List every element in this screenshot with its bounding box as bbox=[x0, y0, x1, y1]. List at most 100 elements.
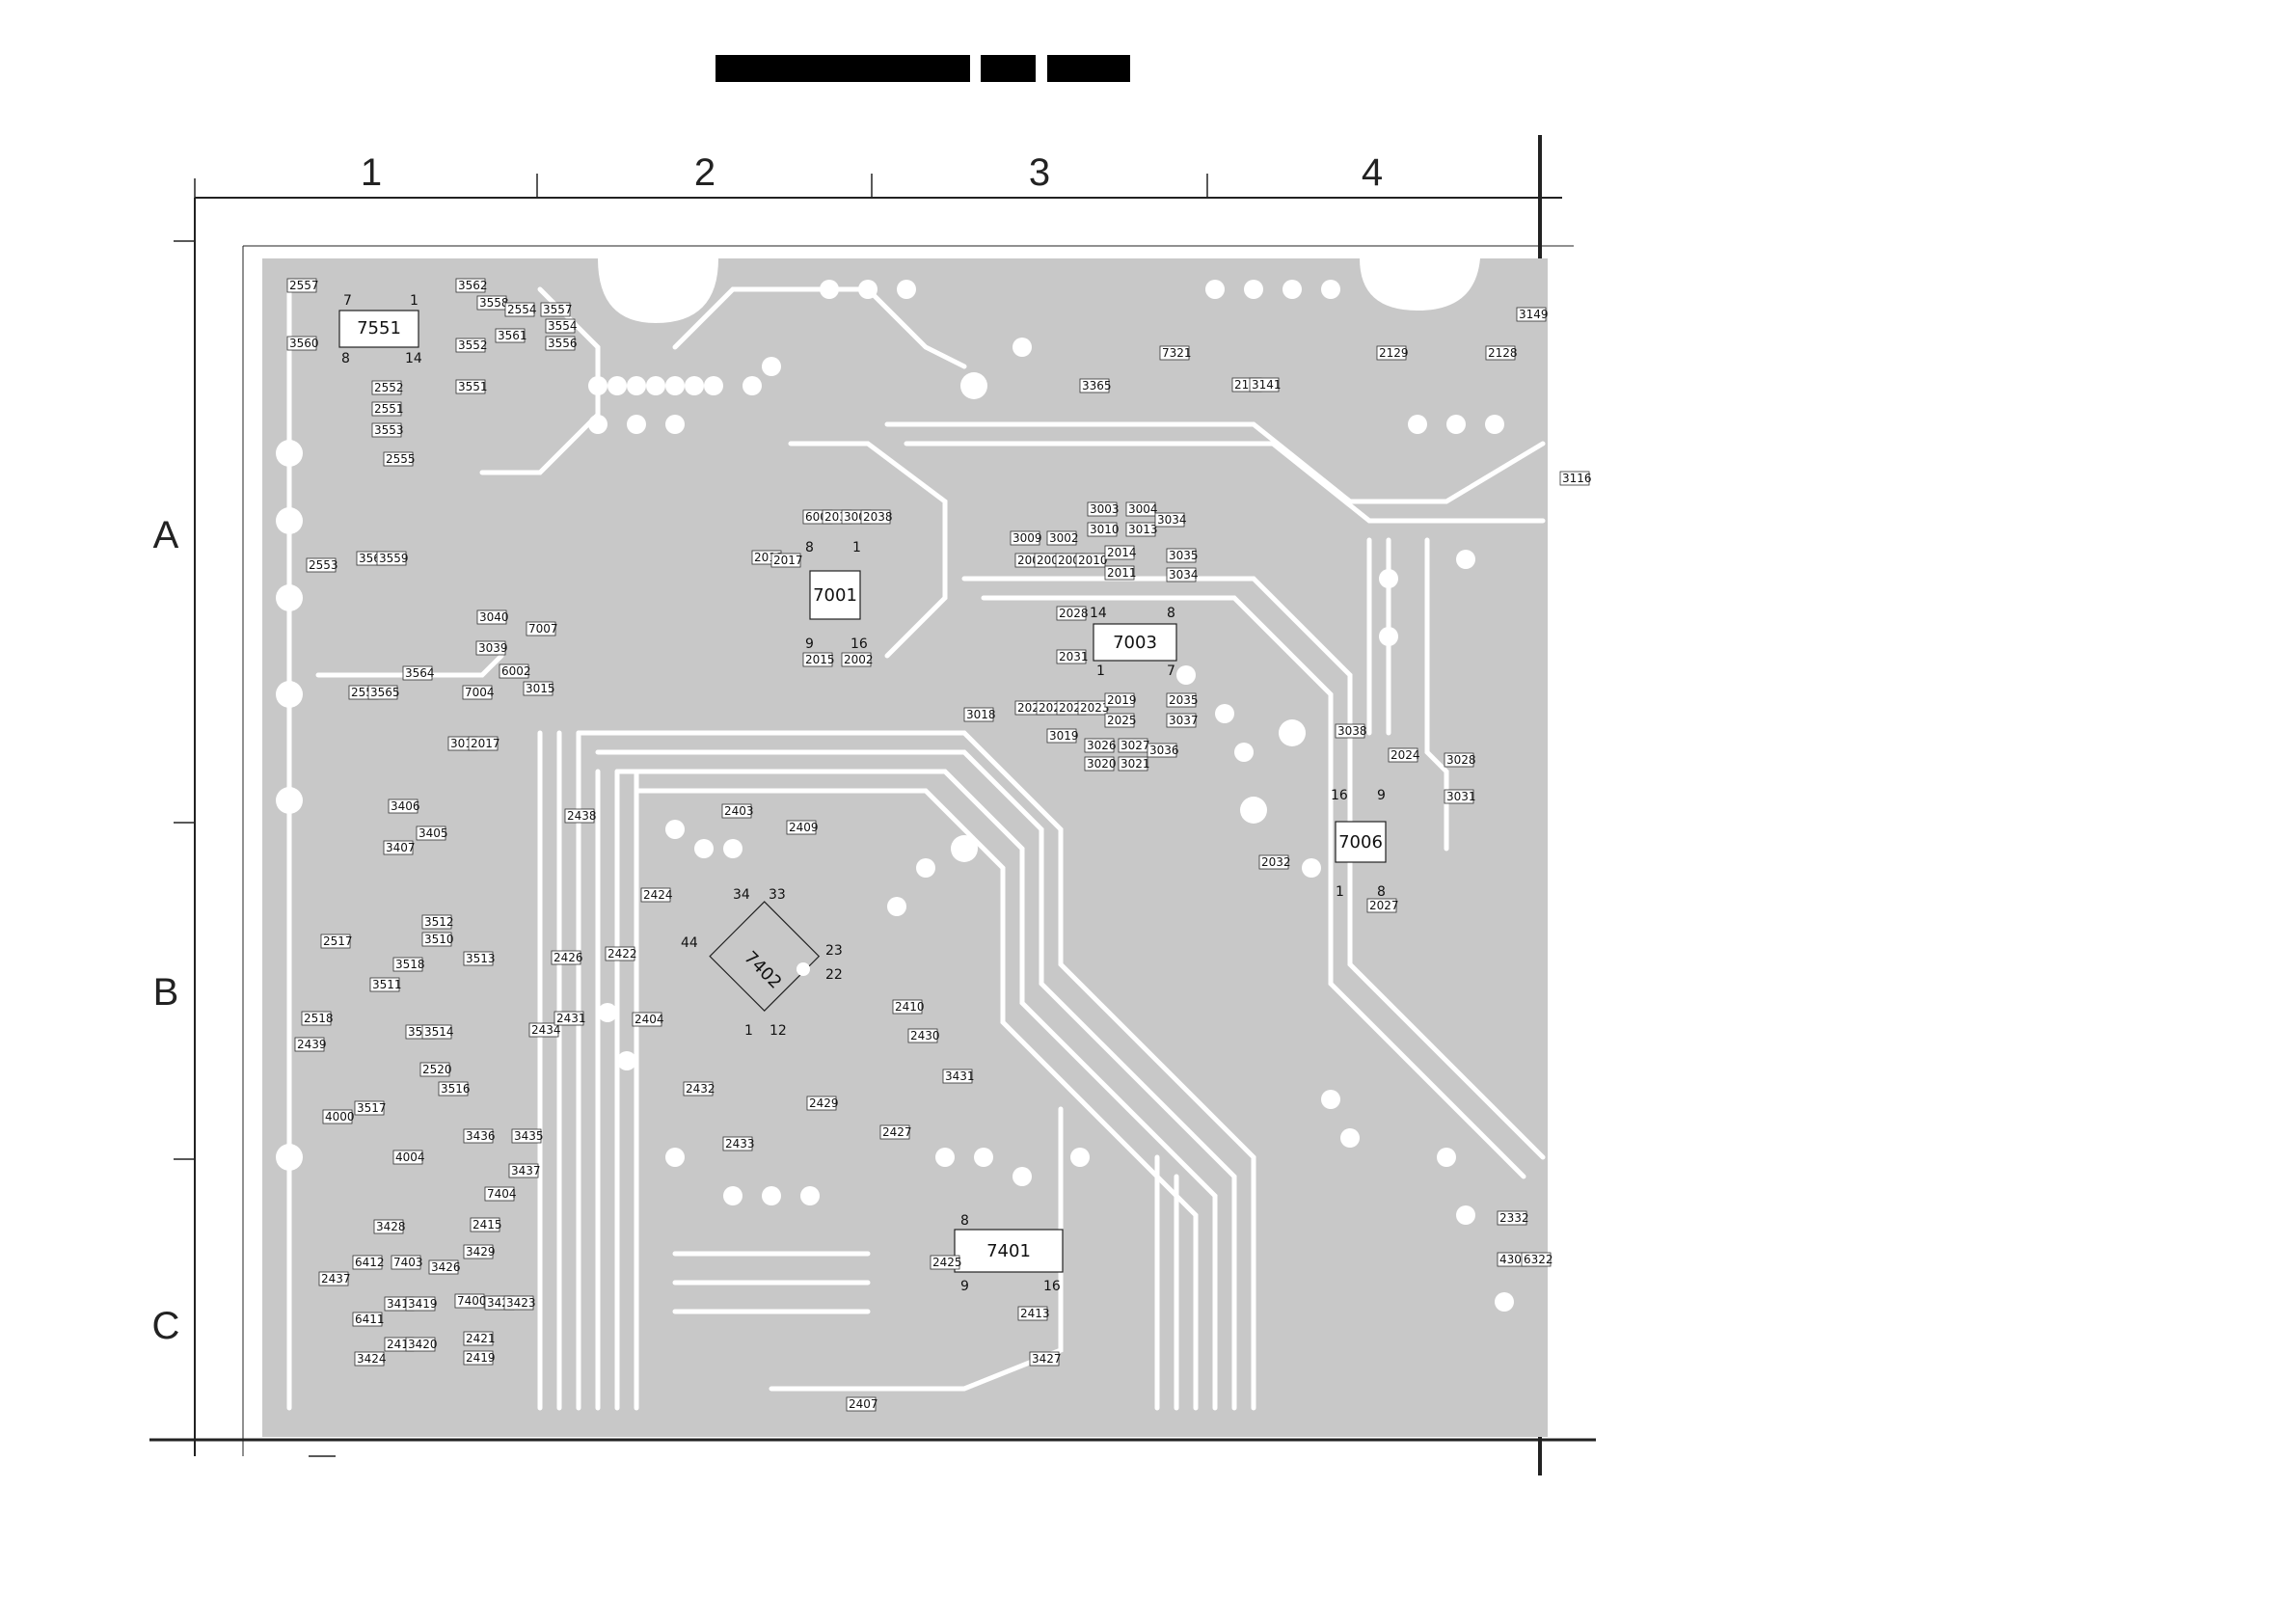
component-ref-label: 3510 bbox=[421, 932, 454, 947]
component-ref: 3420 bbox=[408, 1338, 438, 1351]
ic-7003: 7003 14 8 1 7 bbox=[1090, 606, 1177, 679]
component-ref: 4000 bbox=[325, 1110, 355, 1123]
component-ref: 2011 bbox=[1107, 566, 1137, 580]
component-ref: 3423 bbox=[506, 1296, 536, 1310]
pads bbox=[276, 280, 1514, 1312]
component-ref: 3510 bbox=[424, 933, 454, 946]
component-ref-label: 2430 bbox=[907, 1028, 940, 1043]
ic-pin: 34 bbox=[733, 887, 750, 903]
component-ref-label: 3034 bbox=[1154, 512, 1187, 528]
component-ref: 2517 bbox=[323, 934, 353, 948]
component-ref: 3561 bbox=[498, 329, 527, 342]
component-ref-label: 6411 bbox=[352, 1312, 385, 1327]
component-ref: 7403 bbox=[393, 1256, 423, 1269]
component-ref: 2430 bbox=[910, 1029, 940, 1042]
component-ref: 3015 bbox=[526, 682, 555, 695]
component-ref: 3435 bbox=[514, 1129, 544, 1143]
component-ref: 3039 bbox=[478, 641, 508, 655]
component-ref: 3141 bbox=[1252, 378, 1282, 392]
component-ref: 3424 bbox=[357, 1352, 387, 1366]
component-ref: 6002 bbox=[501, 664, 531, 678]
ic-pin: 1 bbox=[1336, 884, 1344, 900]
component-ref: 2518 bbox=[304, 1012, 334, 1025]
header-block-2 bbox=[981, 55, 1036, 82]
component-ref: 2520 bbox=[422, 1063, 452, 1076]
component-ref: 3431 bbox=[945, 1069, 975, 1083]
component-ref-label: 2438 bbox=[564, 808, 597, 824]
component-ref: 2023 bbox=[1080, 701, 1110, 715]
component-ref: 2413 bbox=[1020, 1307, 1050, 1320]
component-ref: 3028 bbox=[1446, 753, 1476, 767]
component-ref: 3407 bbox=[386, 841, 416, 854]
ic-7551: 7551 7 1 8 14 bbox=[338, 293, 422, 366]
component-ref-label: 3565 bbox=[367, 685, 400, 700]
component-ref: 2409 bbox=[789, 821, 819, 834]
ic-ref: 7001 bbox=[813, 585, 857, 606]
component-ref: 2439 bbox=[297, 1038, 327, 1051]
component-ref: 7007 bbox=[528, 622, 558, 636]
component-ref-label: 2014 bbox=[1104, 545, 1137, 560]
component-ref: 3552 bbox=[458, 338, 488, 352]
component-ref: 2555 bbox=[386, 452, 416, 466]
component-ref: 3426 bbox=[431, 1260, 461, 1274]
ic-pin: 23 bbox=[825, 943, 843, 959]
component-ref-label: 2032 bbox=[1258, 854, 1291, 870]
component-ref: 3429 bbox=[466, 1245, 496, 1259]
component-ref-label: 3141 bbox=[1249, 377, 1282, 392]
ic-pin: 8 bbox=[1377, 884, 1386, 900]
component-ref-label: 3560 bbox=[286, 336, 319, 351]
component-ref-label: 3027 bbox=[1118, 738, 1150, 753]
component-ref: 3019 bbox=[1049, 729, 1079, 743]
component-ref: 3021 bbox=[1120, 757, 1150, 771]
component-ref-label: 2409 bbox=[786, 820, 819, 835]
component-ref-label: 2419 bbox=[463, 1350, 496, 1366]
component-ref: 2017 bbox=[773, 554, 803, 567]
component-ref: 2551 bbox=[374, 402, 404, 416]
ic-pin: 1 bbox=[1096, 663, 1105, 679]
grid-column-label: 2 bbox=[694, 151, 716, 194]
component-ref-label: 3556 bbox=[545, 336, 578, 351]
component-ref-label: 3551 bbox=[455, 379, 488, 394]
component-ref-label: 2431 bbox=[554, 1011, 586, 1026]
component-ref-label: 6322 bbox=[1521, 1252, 1553, 1267]
component-ref: 2025 bbox=[1107, 714, 1137, 727]
component-ref-label: 3406 bbox=[388, 798, 420, 814]
component-ref: 2404 bbox=[634, 1013, 664, 1026]
component-ref: 2552 bbox=[374, 381, 404, 394]
component-ref-label: 3003 bbox=[1087, 501, 1120, 517]
component-ref-label: 3554 bbox=[545, 318, 578, 334]
component-ref-label: 2031 bbox=[1056, 649, 1089, 664]
component-ref: 3560 bbox=[289, 337, 319, 350]
header-block-1 bbox=[716, 55, 970, 82]
component-ref-label: 2439 bbox=[294, 1037, 327, 1052]
component-ref-label: 2407 bbox=[846, 1396, 878, 1412]
ic-pin: 9 bbox=[960, 1279, 969, 1294]
component-ref-label: 3037 bbox=[1166, 713, 1199, 728]
component-ref: 3036 bbox=[1149, 744, 1179, 757]
component-ref-label: 4000 bbox=[322, 1109, 355, 1124]
component-ref: 2024 bbox=[1390, 748, 1420, 762]
component-ref-label: 3031 bbox=[1444, 789, 1476, 804]
component-ref-label: 2434 bbox=[528, 1022, 561, 1038]
component-ref-label: 2422 bbox=[605, 946, 637, 961]
component-ref-label: 2427 bbox=[879, 1124, 912, 1140]
component-ref-label: 3149 bbox=[1516, 307, 1549, 322]
grid-row-label: B bbox=[153, 971, 179, 1014]
component-ref: 3562 bbox=[458, 279, 488, 292]
component-ref-label: 3018 bbox=[963, 707, 996, 722]
component-ref: 3557 bbox=[543, 303, 573, 316]
component-ref-label: 3026 bbox=[1084, 738, 1117, 753]
component-ref: 2424 bbox=[643, 888, 673, 902]
component-ref: 3436 bbox=[466, 1129, 496, 1143]
component-ref: 2032 bbox=[1261, 855, 1291, 869]
component-ref-label: 2015 bbox=[802, 652, 835, 667]
component-ref: 3511 bbox=[372, 978, 402, 991]
component-ref: 2421 bbox=[466, 1332, 496, 1345]
component-ref: 3428 bbox=[376, 1220, 406, 1233]
ic-ref: 7006 bbox=[1338, 832, 1383, 853]
component-ref: 3512 bbox=[424, 915, 454, 929]
component-ref-label: 3516 bbox=[438, 1081, 471, 1096]
component-ref: 2419 bbox=[466, 1351, 496, 1365]
component-ref: 2422 bbox=[608, 947, 637, 961]
component-ref-label: 3423 bbox=[503, 1295, 536, 1311]
